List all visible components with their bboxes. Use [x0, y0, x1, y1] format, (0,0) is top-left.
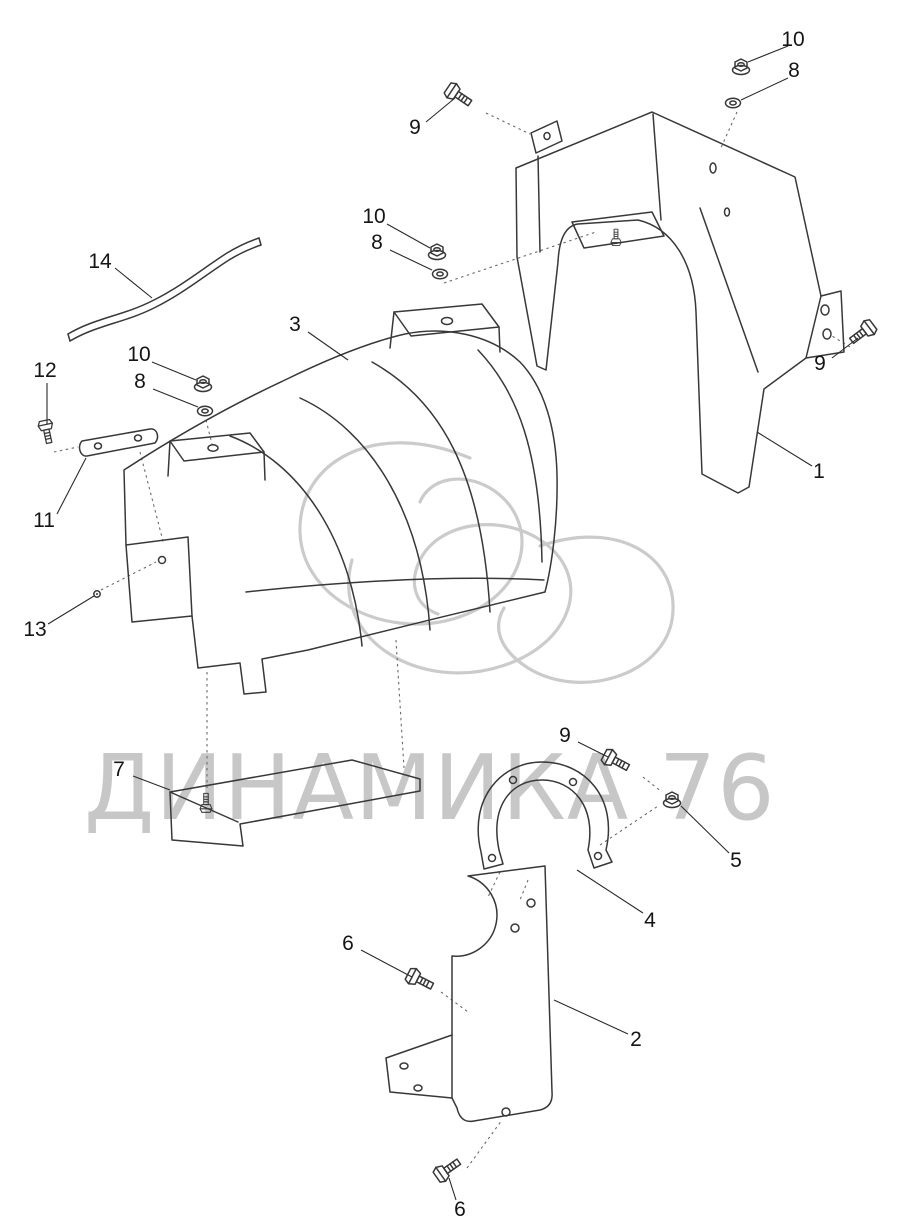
part-7-support-plate [169, 759, 421, 847]
callout-9-top: 9 [409, 116, 421, 139]
callout-13: 13 [23, 618, 47, 641]
part-14-trim-strip [67, 237, 262, 342]
callout-1: 1 [813, 460, 825, 483]
callout-10-left: 10 [127, 343, 151, 366]
callout-2: 2 [630, 1028, 642, 1051]
callout-9-right: 9 [814, 352, 826, 375]
logo-swirl-watermark [298, 441, 675, 684]
bolt-icon [442, 80, 476, 111]
nut-icon [662, 791, 682, 809]
callout-5: 5 [730, 849, 742, 872]
callout-10-top: 10 [781, 28, 805, 51]
bolt-icon [431, 1153, 465, 1185]
nut-icon [193, 375, 213, 393]
washer-icon [196, 405, 214, 417]
nut-icon [731, 58, 751, 76]
callout-11: 11 [33, 509, 55, 532]
nut-icon [427, 243, 447, 261]
washer-icon [431, 268, 449, 280]
watermark-text: ДИНАМИКА 76 [84, 736, 776, 841]
part-11-strap-bracket [78, 428, 159, 457]
callout-6-upper: 6 [342, 932, 354, 955]
callout-8-mid: 8 [371, 231, 383, 254]
callout-9-lower: 9 [559, 724, 571, 747]
callout-leader-lines [46, 45, 859, 1201]
callout-3: 3 [289, 313, 301, 336]
callout-12: 12 [33, 359, 57, 382]
part-13-rivet [93, 590, 101, 598]
part-3-left-tab [169, 432, 265, 462]
callout-7: 7 [113, 758, 125, 781]
callout-4: 4 [644, 909, 656, 932]
bolt-icon [403, 965, 437, 995]
part-1-rear-shield [515, 111, 845, 494]
part-2-mounting-bracket [385, 865, 553, 1123]
callout-10-mid: 10 [362, 205, 386, 228]
part-3-front-shield [123, 303, 558, 695]
part-1-stud-plate [571, 211, 665, 249]
washer-icon [724, 97, 742, 109]
callout-14: 14 [88, 250, 112, 273]
bolt-icon [599, 746, 633, 776]
callout-6-lower: 6 [454, 1198, 466, 1221]
callout-8-top: 8 [788, 59, 800, 82]
callout-8-left: 8 [134, 370, 146, 393]
part-4-arch-clamp [477, 761, 613, 870]
